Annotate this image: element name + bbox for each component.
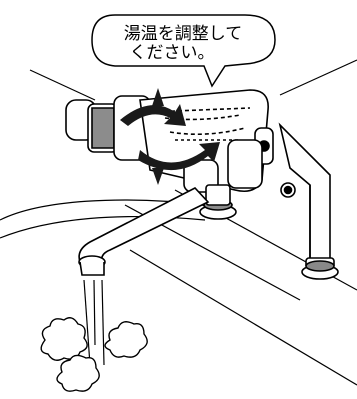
bubble-line-2: ください。 — [130, 43, 215, 63]
water-stream — [83, 279, 105, 366]
spout — [78, 187, 210, 276]
curved-double-arrow-icon — [120, 88, 220, 185]
right-support-leg — [278, 122, 339, 280]
speech-bubble: 湯温を調整して ください。 — [91, 14, 276, 88]
bubble-line-1: 湯温を調整して — [124, 24, 243, 44]
steam-clouds — [40, 317, 148, 392]
